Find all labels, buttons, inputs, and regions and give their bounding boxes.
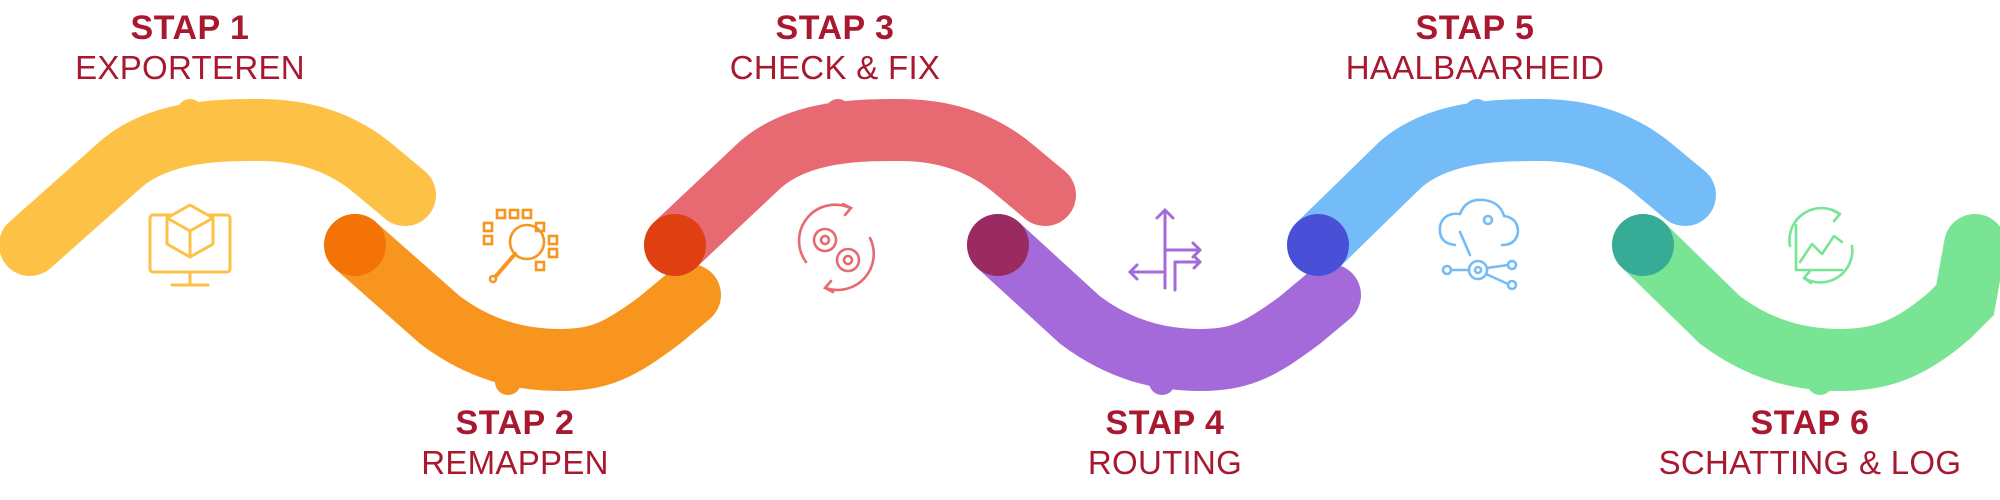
step-5-label: STAP 5 HAALBAARHEID [1295,8,1655,88]
step-5-title: STAP 5 [1415,9,1535,47]
step-3-label: STAP 3 CHECK & FIX [655,8,1015,88]
monitor-cube-icon [148,203,232,287]
wave-segment-2 [324,214,721,392]
step-1-title: STAP 1 [130,9,250,47]
nub-step-1 [177,99,203,125]
step-3-title: STAP 3 [775,9,895,47]
step-3-subtitle: CHECK & FIX [729,49,941,86]
joint-3-4 [967,214,1029,276]
step-2-title: STAP 2 [455,404,575,442]
step-4-subtitle: ROUTING [1087,444,1243,481]
nub-step-5 [1464,99,1490,125]
nub-step-2 [495,369,521,395]
step-5-subtitle: HAALBAARHEID [1345,49,1605,86]
wave-segment-1 [0,98,436,276]
wave-segment-5 [1287,98,1716,276]
direction-arrows-icon [1128,208,1202,292]
step-6-label: STAP 6 SCHATTING & LOG [1630,403,1990,483]
nub-step-3 [825,99,851,125]
joint-1-2 [324,214,386,276]
step-2-label: STAP 2 REMAPPEN [335,403,695,483]
gears-cycle-icon [797,202,875,294]
nub-step-4 [1149,369,1175,395]
step-4-title: STAP 4 [1105,404,1225,442]
joint-2-3 [644,214,706,276]
chart-refresh-icon [1788,206,1854,285]
step-6-title: STAP 6 [1750,404,1870,442]
cloud-network-gear-icon [1438,198,1520,291]
step-6-subtitle: SCHATTING & LOG [1658,444,1962,481]
joint-5-6 [1612,214,1674,276]
step-2-subtitle: REMAPPEN [421,444,609,481]
step-1-subtitle: EXPORTEREN [75,49,305,86]
nub-step-6 [1807,369,1833,395]
magnifier-pixels-icon [482,208,559,284]
wave-segment-4 [967,214,1361,392]
step-4-label: STAP 4 ROUTING [985,403,1345,483]
wave-segment-6 [1612,214,2000,392]
step-1-label: STAP 1 EXPORTEREN [10,8,370,88]
joint-4-5 [1287,214,1349,276]
wave-segment-3 [644,98,1076,276]
